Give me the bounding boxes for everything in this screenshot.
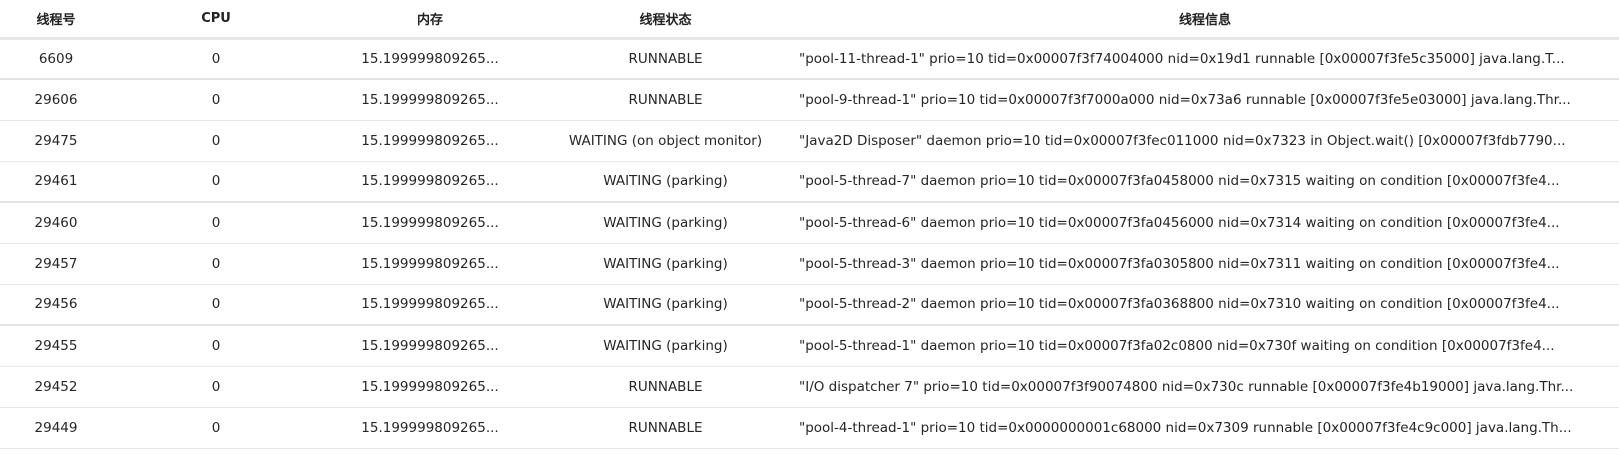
table-body: 6609 0 15.199999809265... RUNNABLE "pool…	[0, 38, 1619, 448]
cell-cpu: 0	[211, 214, 221, 231]
cell-cpu: 0	[211, 50, 221, 67]
cell-thread-id: 6609	[38, 50, 74, 67]
cell-thread-info: "pool-5-thread-2" daemon prio=10 tid=0x0…	[799, 296, 1560, 313]
table-row[interactable]: 29606 0 15.199999809265... RUNNABLE "poo…	[0, 79, 1619, 120]
header-memory[interactable]: 内存	[416, 12, 443, 28]
table-row[interactable]: 29456 0 15.199999809265... WAITING (park…	[0, 284, 1619, 325]
cell-memory: 15.199999809265...	[361, 337, 499, 354]
cell-thread-id: 29455	[34, 337, 78, 354]
cell-cpu: 0	[211, 296, 221, 313]
cell-cpu: 0	[211, 337, 221, 354]
cell-thread-state: WAITING (parking)	[603, 296, 728, 313]
table-row[interactable]: 29457 0 15.199999809265... WAITING (park…	[0, 243, 1619, 284]
cell-thread-info: "pool-5-thread-6" daemon prio=10 tid=0x0…	[799, 214, 1560, 231]
header-thread-info[interactable]: 线程信息	[1178, 12, 1231, 28]
cell-thread-id: 29461	[34, 173, 78, 190]
cell-thread-id: 29460	[34, 214, 78, 231]
cell-thread-id: 29475	[34, 132, 78, 149]
table-row[interactable]: 29452 0 15.199999809265... RUNNABLE "I/O…	[0, 366, 1619, 407]
cell-thread-info: "pool-5-thread-7" daemon prio=10 tid=0x0…	[799, 173, 1560, 190]
cell-thread-info: "Java2D Disposer" daemon prio=10 tid=0x0…	[799, 132, 1566, 149]
cell-thread-id: 29606	[34, 91, 78, 108]
cell-memory: 15.199999809265...	[361, 296, 499, 313]
cell-memory: 15.199999809265...	[361, 132, 499, 149]
cell-thread-state: WAITING (parking)	[603, 337, 728, 354]
cell-thread-info: "pool-11-thread-1" prio=10 tid=0x00007f3…	[799, 50, 1565, 67]
header-thread-id[interactable]: 线程号	[36, 12, 76, 28]
cell-thread-state: RUNNABLE	[628, 378, 703, 395]
cell-thread-info: "I/O dispatcher 7" prio=10 tid=0x00007f3…	[799, 378, 1574, 395]
header-cpu[interactable]: CPU	[201, 10, 231, 26]
cell-thread-id: 29456	[34, 296, 78, 313]
cell-memory: 15.199999809265...	[361, 91, 499, 108]
cell-memory: 15.199999809265...	[361, 173, 499, 190]
cell-memory: 15.199999809265...	[361, 255, 499, 272]
cell-memory: 15.199999809265...	[361, 214, 499, 231]
cell-memory: 15.199999809265...	[361, 378, 499, 395]
table-row[interactable]: 6609 0 15.199999809265... RUNNABLE "pool…	[0, 38, 1619, 79]
header-row: 线程号 CPU 内存 线程状态 线程信息	[0, 0, 1619, 38]
table-row[interactable]: 29455 0 15.199999809265... WAITING (park…	[0, 325, 1619, 366]
header-thread-state[interactable]: 线程状态	[639, 12, 692, 28]
cell-thread-state: WAITING (parking)	[603, 255, 728, 272]
table-row[interactable]: 29449 0 15.199999809265... RUNNABLE "poo…	[0, 407, 1619, 448]
cell-cpu: 0	[211, 378, 221, 395]
cell-thread-state: RUNNABLE	[628, 419, 703, 436]
table-row[interactable]: 29460 0 15.199999809265... WAITING (park…	[0, 202, 1619, 243]
cell-thread-id: 29452	[34, 378, 78, 395]
table-header: 线程号 CPU 内存 线程状态 线程信息	[0, 0, 1619, 38]
cell-thread-state: RUNNABLE	[628, 50, 703, 67]
table-row[interactable]: 29475 0 15.199999809265... WAITING (on o…	[0, 120, 1619, 161]
cell-thread-state: RUNNABLE	[628, 91, 703, 108]
cell-thread-state: WAITING (on object monitor)	[568, 132, 763, 149]
cell-thread-info: "pool-5-thread-3" daemon prio=10 tid=0x0…	[799, 255, 1560, 272]
cell-thread-state: WAITING (parking)	[603, 214, 728, 231]
thread-table: 线程号 CPU 内存 线程状态 线程信息 6609 0 15.199999809…	[0, 0, 1619, 448]
cell-memory: 15.199999809265...	[361, 419, 499, 436]
table-row[interactable]: 29461 0 15.199999809265... WAITING (park…	[0, 161, 1619, 202]
cell-thread-info: "pool-5-thread-1" daemon prio=10 tid=0x0…	[799, 337, 1555, 354]
cell-thread-id: 29449	[34, 419, 78, 436]
cell-thread-id: 29457	[34, 255, 78, 272]
cell-cpu: 0	[211, 419, 221, 436]
cell-thread-info: "pool-4-thread-1" prio=10 tid=0x00000000…	[799, 419, 1572, 436]
cell-cpu: 0	[211, 91, 221, 108]
cell-cpu: 0	[211, 255, 221, 272]
cell-thread-info: "pool-9-thread-1" prio=10 tid=0x00007f3f…	[799, 91, 1571, 108]
cell-cpu: 0	[211, 173, 221, 190]
cell-thread-state: WAITING (parking)	[603, 173, 728, 190]
cell-cpu: 0	[211, 132, 221, 149]
cell-memory: 15.199999809265...	[361, 50, 499, 67]
